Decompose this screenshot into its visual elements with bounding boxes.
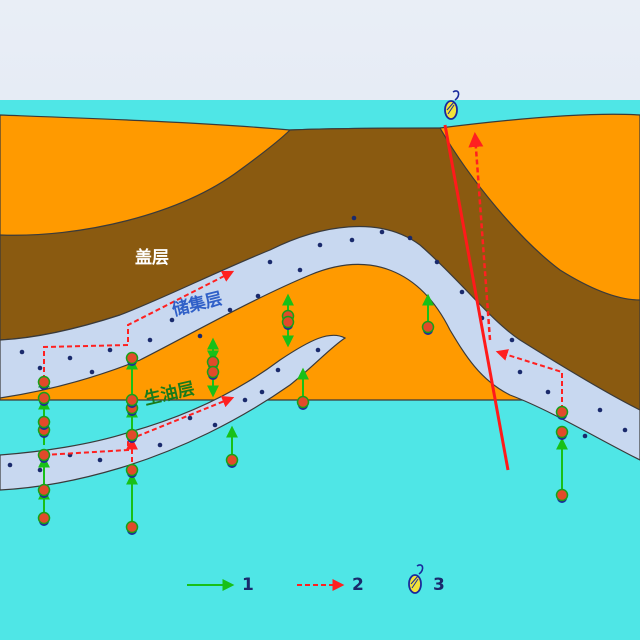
pore-dot xyxy=(517,369,523,375)
oil-globule xyxy=(37,448,51,463)
pore-dot xyxy=(297,267,303,273)
pore-dot xyxy=(169,317,175,323)
pore-dot xyxy=(242,397,248,403)
oil-globules xyxy=(37,309,569,535)
pore-dot xyxy=(89,369,95,375)
pore-dot xyxy=(315,347,321,353)
oil-globule xyxy=(37,391,51,406)
oil-globule xyxy=(555,405,569,420)
pore-dot xyxy=(349,237,355,243)
oil-globule xyxy=(206,365,220,380)
oil-globule xyxy=(37,483,51,498)
pore-dot xyxy=(407,235,413,241)
pore-dot xyxy=(147,337,153,343)
pore-dot xyxy=(267,259,273,265)
label-cap-rock: 盖层 xyxy=(135,248,169,268)
oil-globule xyxy=(37,415,51,430)
pore-dot xyxy=(157,442,163,448)
pore-dot xyxy=(351,215,357,221)
oil-globule xyxy=(125,520,139,535)
primary-migration-arrows xyxy=(38,293,568,527)
pore-dot xyxy=(317,242,323,248)
oil-globule xyxy=(37,375,51,390)
pore-dot xyxy=(509,337,515,343)
legend-label-2: 2 xyxy=(352,575,364,595)
pore-dot xyxy=(545,389,551,395)
pore-dot xyxy=(259,389,265,395)
pore-dot xyxy=(379,229,385,235)
pore-dot xyxy=(67,355,73,361)
oil-globule xyxy=(281,315,295,330)
pore-dot xyxy=(275,367,281,373)
pore-dot xyxy=(19,349,25,355)
pore-dot xyxy=(227,307,233,313)
oil-globule xyxy=(125,463,139,478)
oil-globule xyxy=(37,511,51,526)
pore-dot xyxy=(255,293,261,299)
fault-line xyxy=(443,124,510,471)
oil-globule xyxy=(125,428,139,443)
oil-globule xyxy=(421,320,435,335)
pore-dot xyxy=(37,365,43,371)
pore-dot xyxy=(197,333,203,339)
oil-globule xyxy=(555,488,569,503)
pore-dot xyxy=(97,457,103,463)
legend-label-3: 3 xyxy=(433,575,445,595)
oil-globule xyxy=(125,351,139,366)
oil-globule xyxy=(225,453,239,468)
pore-dot xyxy=(459,289,465,295)
pore-dot xyxy=(37,467,43,473)
migration-path-fault xyxy=(468,132,492,341)
oil-globule xyxy=(296,395,310,410)
pore-dot xyxy=(107,347,113,353)
legend xyxy=(187,564,424,594)
oil-globule xyxy=(125,393,139,408)
pore-dot xyxy=(597,407,603,413)
pore-dot xyxy=(582,433,588,439)
oil-droplet-icon xyxy=(444,90,460,120)
pore-dot xyxy=(212,422,218,428)
oil-globule xyxy=(555,425,569,440)
migration-path-right xyxy=(495,349,563,410)
pore-dot xyxy=(434,259,440,265)
pore-dot xyxy=(187,415,193,421)
pore-dot xyxy=(7,462,13,468)
pore-dot xyxy=(622,427,628,433)
legend-symbol-3-oil-droplet-icon xyxy=(408,564,424,594)
legend-label-1: 1 xyxy=(242,575,254,595)
